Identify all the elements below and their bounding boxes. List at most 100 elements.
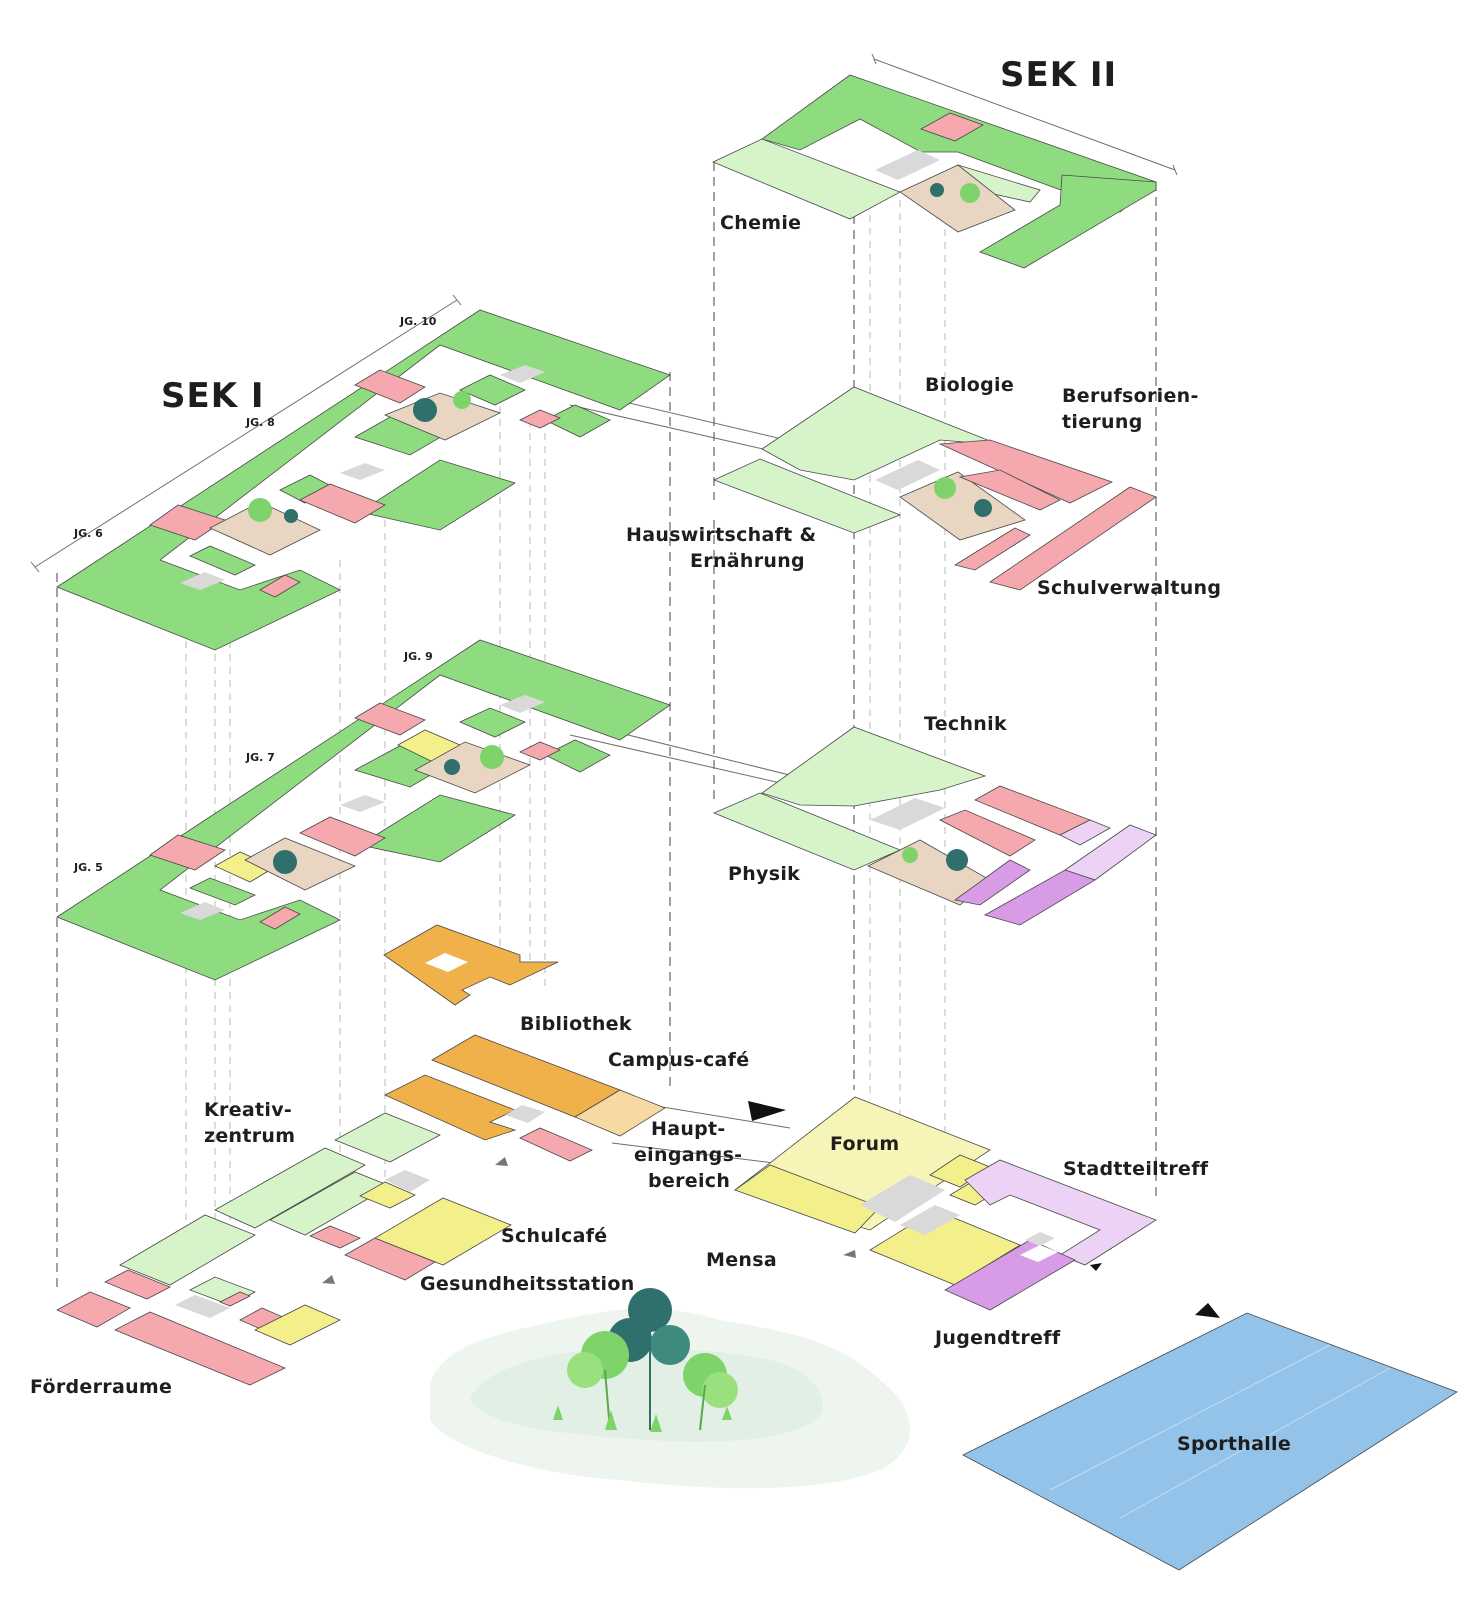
sek1-up-pink-3 [299, 483, 386, 524]
jugendtreff-grey [1025, 1232, 1055, 1246]
small-arrow-icon [495, 1157, 508, 1166]
sek2-upper-floor [712, 74, 1157, 269]
label-chemie: Chemie [720, 212, 801, 234]
sek1-up-pink-4 [259, 574, 301, 598]
ground-light-green-4 [119, 1214, 256, 1286]
sek2-mid-light-green [761, 386, 1001, 481]
grade-jg5: JG. 5 [73, 861, 103, 874]
ground-pink-7 [219, 1291, 251, 1307]
sek2-mid-light-green-2 [712, 458, 902, 534]
sporthalle-block [962, 1312, 1458, 1571]
label-mensa: Mensa [706, 1249, 777, 1271]
label-hauswirtschaft-2: Ernährung [690, 550, 805, 572]
sek1-low-courtyard-2 [244, 837, 356, 891]
ground-pink-2 [309, 1225, 361, 1249]
bibliothek-hole [425, 953, 468, 972]
ground-pink-6 [114, 1311, 286, 1386]
sek2-mid-pink-3 [953, 527, 1031, 571]
label-haupteingang-3: bereich [648, 1170, 730, 1192]
label-foerderraume: Förderraume [30, 1376, 172, 1398]
sek2-low-purple-2 [983, 869, 1096, 926]
sek1-up-grey-2 [340, 463, 385, 480]
forum-grey-2 [900, 1205, 960, 1235]
label-haupteingang-2: eingangs- [634, 1144, 742, 1166]
sporthalle-grid-2 [1119, 1367, 1391, 1519]
sek1-low-grey-3 [180, 902, 225, 920]
sek1-low-pink-5 [519, 741, 561, 761]
heading-sek2: SEK II [1000, 55, 1117, 95]
ground-grey-3 [175, 1295, 230, 1318]
park-tree-icon [553, 1288, 738, 1432]
sek2-mid-grey [875, 460, 940, 490]
sek2-middle-floor [712, 386, 1157, 591]
small-arrow-icon [1090, 1263, 1102, 1271]
label-stadtteiltreff: Stadtteiltreff [1063, 1158, 1209, 1180]
schulcafe-yellow [374, 1197, 512, 1266]
bibliothek-block [383, 924, 559, 1006]
label-kreativzentrum-2: zentrum [204, 1125, 295, 1147]
label-hauswirtschaft-1: Hauswirtschaft & [626, 524, 816, 546]
label-schulverwaltung: Schulverwaltung [1037, 577, 1221, 599]
sek1-up-green-6 [189, 545, 256, 576]
ground-pink-4 [104, 1269, 171, 1300]
jugendtreff-white [1020, 1245, 1058, 1262]
tree-icon [930, 183, 980, 203]
ground-light-green-2 [214, 1147, 366, 1229]
sek1-up-green-4 [544, 404, 611, 438]
sek1-low-green-main [56, 639, 671, 981]
entrance-arrows [322, 1101, 1220, 1318]
sporthalle-entrance-arrow-icon [1195, 1303, 1220, 1318]
ground-grey-2 [385, 1170, 430, 1192]
label-berufsorientierung-2: tierung [1062, 411, 1143, 433]
sek2-top-green-wing [761, 74, 1157, 213]
label-schulcafe: Schulcafé [501, 1225, 607, 1247]
ground-pink-5 [56, 1291, 131, 1328]
tree-icon [934, 477, 992, 517]
label-campus-cafe: Campus-café [608, 1049, 749, 1071]
campus-cafe-orange-2 [384, 1074, 517, 1141]
ground-pink-1 [519, 1127, 593, 1162]
sek2-top-light-green [712, 138, 901, 220]
heading-sek1: SEK I [161, 376, 265, 416]
sek1-up-grey-1 [500, 365, 545, 383]
labels: SEK II SEK I JG. 10 JG. 8 JG. 6 JG. 9 JG… [30, 55, 1291, 1455]
label-gesundheitsstation: Gesundheitsstation [420, 1273, 635, 1295]
sek2-low-light-green [761, 726, 987, 807]
sek2-low-purple-light [1059, 819, 1111, 846]
label-jugendtreff: Jugendtreff [933, 1327, 1061, 1349]
sek1-low-pink-3 [299, 816, 386, 857]
small-arrow-icon [322, 1275, 335, 1284]
label-technik: Technik [924, 713, 1007, 735]
tree-icon [413, 391, 471, 422]
sek2-top-grey [875, 150, 940, 180]
ground-floor [56, 1034, 666, 1386]
grade-jg9: JG. 9 [403, 650, 433, 663]
sek2-lower-floor [712, 726, 1157, 926]
tree-icon [273, 850, 297, 874]
campus-cafe-beige [574, 1089, 666, 1137]
sek2-low-grey [870, 798, 945, 830]
sek1-low-courtyard-1 [414, 741, 532, 794]
sek2-top-pink [920, 112, 984, 142]
sek2-top-green-right [979, 174, 1157, 269]
sek1-up-green-main [56, 309, 671, 651]
tree-icon [248, 498, 298, 523]
sek2-low-pink-2 [939, 809, 1036, 857]
sporthalle-grid [1049, 1344, 1331, 1491]
ground-yellow-3 [254, 1304, 341, 1346]
ground-grey-1 [505, 1105, 545, 1123]
sek1-up-pink-5 [519, 409, 561, 429]
sek1-low-green-5 [459, 707, 526, 738]
main-entrance-arrow-icon [748, 1101, 786, 1121]
sek2-mid-pink-4 [989, 486, 1157, 591]
sek1-low-pink-4 [259, 906, 301, 930]
grade-jg8: JG. 8 [245, 416, 275, 429]
ground-light-green-1 [334, 1112, 441, 1163]
sek1-low-pink-2 [149, 834, 226, 871]
sek1-low-green-6 [189, 877, 256, 906]
sek2-top-courtyard [899, 164, 1016, 233]
label-forum: Forum [830, 1133, 899, 1155]
sek1-up-pink-1 [354, 369, 426, 404]
courtyard-trees [248, 183, 992, 874]
